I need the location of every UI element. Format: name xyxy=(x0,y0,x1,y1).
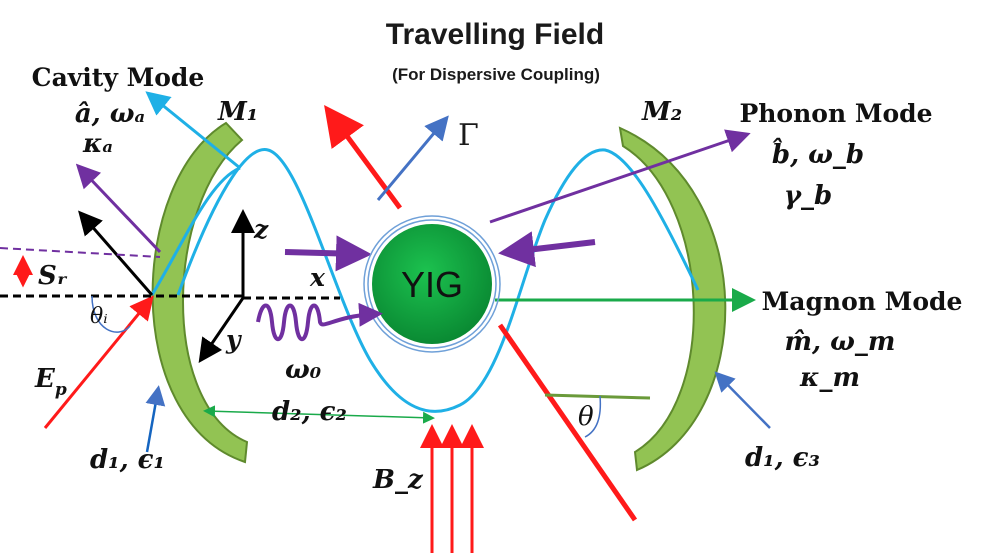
z-axis-label: z xyxy=(253,215,269,244)
d2-e2-label: d₂, ϵ₂ xyxy=(272,397,347,427)
y-axis-label: y xyxy=(225,325,242,354)
drive-arrow-right xyxy=(498,231,596,268)
d1-e1-label: d₁, ϵ₁ xyxy=(90,445,165,475)
mirror-m2-label: M₂ xyxy=(641,97,682,127)
magnon-mode-symbols: m̂, ω_m xyxy=(785,327,896,357)
cavity-mode-symbols: â, ωₐ xyxy=(75,99,145,129)
mirror-m2 xyxy=(618,126,727,472)
phonon-mode-title: Phonon Mode xyxy=(739,99,932,128)
d1-pointer-left xyxy=(145,385,166,453)
phonon-mode-symbols: b̂, ω_b xyxy=(772,137,864,170)
cavity-wave-outgoing xyxy=(150,166,241,296)
gamma-arrow xyxy=(376,115,449,201)
shift-label: Sᵣ xyxy=(38,261,68,291)
d1-pointer-right xyxy=(714,371,771,429)
bz-label: B_z xyxy=(372,465,424,495)
theta-i-label: θᵢ xyxy=(90,304,108,329)
magnon-mode-title: Magnon Mode xyxy=(762,287,963,316)
diagram-title: Travelling Field xyxy=(386,18,604,51)
pump-label-sub: p xyxy=(55,380,67,400)
d2-span-arrow xyxy=(203,405,435,424)
d1-e3-label: d₁, ϵ₃ xyxy=(745,443,820,473)
cavity-mode-title: Cavity Mode xyxy=(32,63,205,92)
yig-inner-ring xyxy=(367,219,497,349)
reflected-purple-arrow xyxy=(75,163,162,254)
theta-arc xyxy=(584,395,602,438)
theta-reference-line xyxy=(544,393,651,400)
mirror-m1 xyxy=(151,121,249,464)
omega0-label: ω₀ xyxy=(285,355,322,385)
travelling-field-arrow xyxy=(324,104,403,210)
pump-label-main: E xyxy=(34,364,56,394)
phonon-mode-decay: γ_b xyxy=(784,181,832,211)
drive-arrow-left xyxy=(284,235,372,272)
pump-label: Ep xyxy=(34,364,67,400)
reference-dashed-purple xyxy=(0,247,161,258)
phonon-output-arrow xyxy=(489,129,751,224)
travelling-field-lower xyxy=(497,323,638,522)
omega0-drive-wave xyxy=(256,302,383,342)
theta-label: θ xyxy=(578,402,594,432)
yig-label: YIG xyxy=(401,264,463,305)
magnon-mode-decay: κ_m xyxy=(799,363,860,393)
y-axis xyxy=(198,297,245,363)
cavity-output-arrow xyxy=(145,91,241,170)
diagram-subtitle: (For Dispersive Coupling) xyxy=(392,65,600,84)
theta-i-arc xyxy=(91,295,131,333)
cavity-mode-decay: κₐ xyxy=(82,129,113,159)
yig-sphere xyxy=(372,224,492,344)
yig-outer-ring xyxy=(363,215,501,353)
cavity-wave xyxy=(176,148,700,413)
pump-arrow xyxy=(43,295,154,429)
x-axis-label: x xyxy=(309,263,326,292)
gamma-label: Γ xyxy=(458,118,479,153)
mirror-m1-label: M₁ xyxy=(217,97,258,127)
